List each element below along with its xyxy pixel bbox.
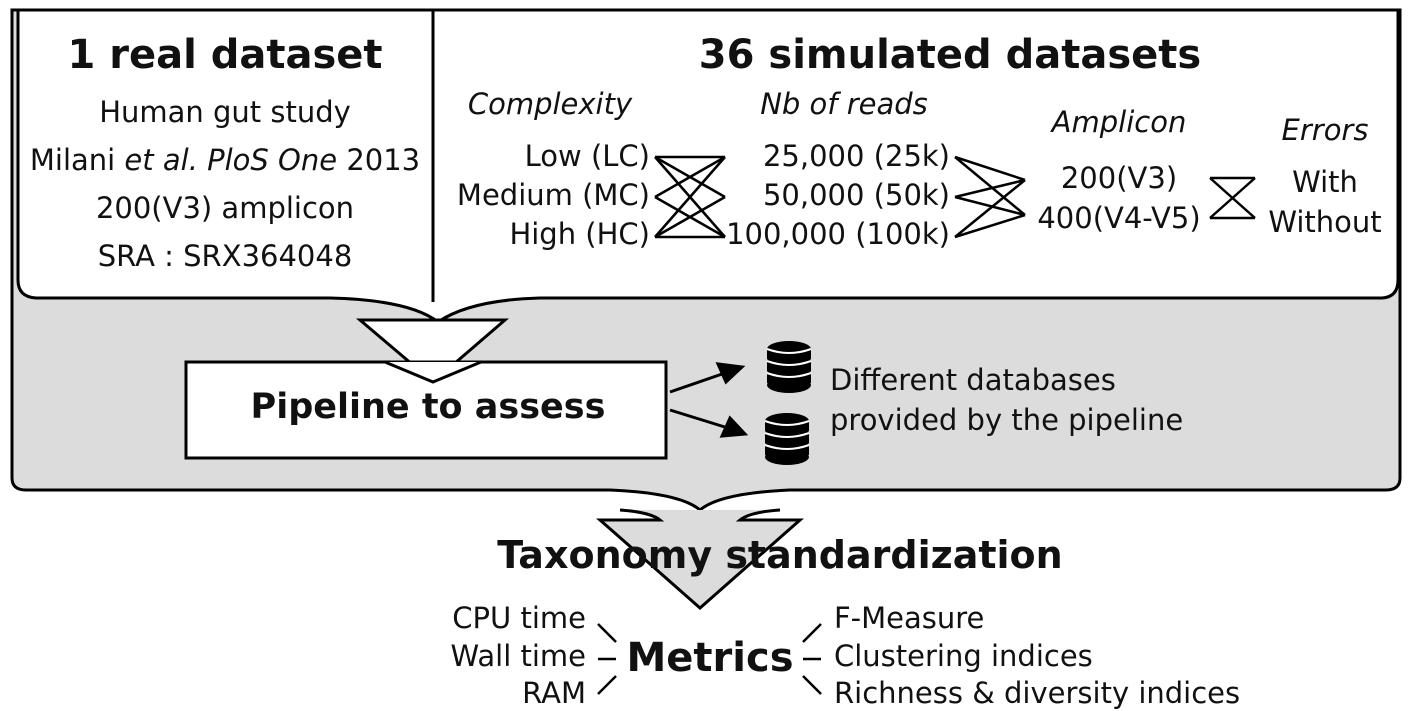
real-dataset-title: 1 real dataset (67, 32, 383, 78)
amplicon-v3: 200(V3) (1060, 161, 1178, 195)
reads-50k: 50,000 (50k) (762, 178, 950, 212)
real-dataset-line1: Human gut study (99, 95, 351, 129)
complexity-header: Complexity (467, 87, 633, 121)
metric-f-measure: F-Measure (834, 601, 985, 635)
metric-ram: RAM (522, 676, 586, 710)
database-icon (766, 341, 812, 393)
databases-line2: provided by the pipeline (830, 403, 1184, 437)
metric-wall-time: Wall time (450, 639, 586, 673)
complexity-medium: Medium (MC) (456, 178, 650, 212)
real-dataset-citation: Milani et al. PloS One 2013 (29, 143, 421, 177)
errors-with: With (1292, 165, 1358, 199)
real-dataset-line3: 200(V3) amplicon (95, 191, 355, 225)
taxonomy-label: Taxonomy standardization (497, 533, 1063, 577)
reads-100k: 100,000 (100k) (726, 217, 950, 251)
complexity-reads-connectors (654, 155, 726, 239)
real-dataset-sra: SRA : SRX364048 (97, 239, 353, 273)
database-icon (764, 413, 810, 465)
amplicon-errors-connectors (1209, 176, 1256, 220)
metric-clustering-indices: Clustering indices (834, 639, 1093, 673)
metrics-connectors (597, 623, 822, 695)
metric-cpu-time: CPU time (452, 601, 586, 635)
amplicon-v4v5: 400(V4-V5) (1037, 201, 1201, 235)
errors-header: Errors (1281, 113, 1369, 147)
arrow-to-taxonomy (596, 508, 804, 610)
reads-amplicon-connectors (954, 155, 1026, 239)
complexity-low: Low (LC) (524, 139, 650, 173)
errors-without: Without (1268, 205, 1382, 239)
pipeline-to-db-arrows (669, 362, 749, 438)
arrow-to-pipeline (355, 318, 510, 384)
pipeline-label: Pipeline to assess (250, 387, 606, 427)
reads-header: Nb of reads (760, 87, 928, 121)
complexity-high: High (HC) (509, 217, 650, 251)
reads-25k: 25,000 (25k) (762, 139, 950, 173)
databases-line1: Different databases (830, 363, 1116, 397)
metric-richness-diversity: Richness & diversity indices (834, 676, 1241, 710)
simulated-datasets-title: 36 simulated datasets (698, 32, 1202, 78)
amplicon-header: Amplicon (1051, 105, 1187, 139)
metrics-label: Metrics (626, 635, 794, 681)
